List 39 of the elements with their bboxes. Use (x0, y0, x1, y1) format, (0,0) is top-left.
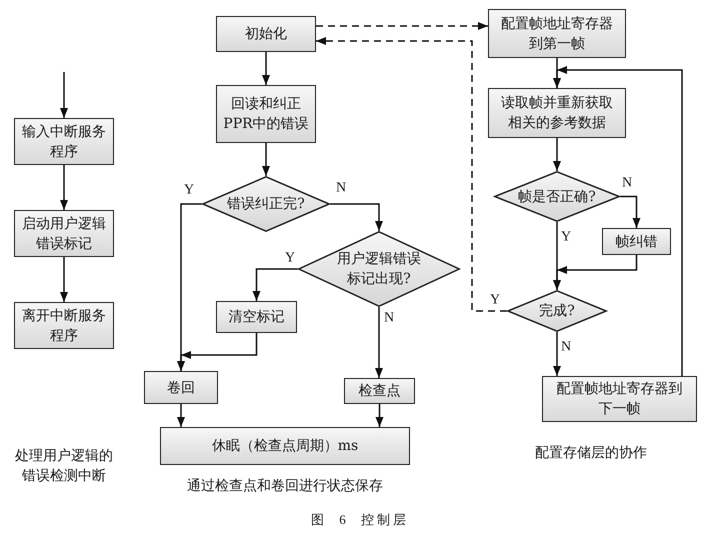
column-caption: 通过检查点和卷回进行状态保存 (186, 477, 384, 496)
decision-diamond: 帧是否正确? (494, 171, 620, 222)
process-box: 检查点 (344, 378, 415, 404)
arrow (316, 22, 488, 30)
process-box: 卷回 (144, 371, 218, 404)
decision-diamond: 错误纠正完? (202, 176, 330, 232)
arrow (330, 203, 383, 231)
process-box: 配置帧地址寄存器到第一帧 (488, 9, 626, 58)
arrow (553, 66, 683, 376)
arrow (60, 257, 68, 302)
arrow (553, 332, 561, 376)
arrow (177, 404, 185, 427)
arrow (620, 196, 640, 228)
process-box: 初始化 (216, 16, 316, 52)
arrow (262, 143, 270, 176)
process-box: 离开中断服务程序 (14, 302, 114, 349)
arrow (262, 52, 270, 85)
process-box: 帧纠错 (602, 228, 671, 255)
arrow (252, 268, 298, 301)
process-box: 清空标记 (216, 301, 297, 333)
process-box: 回读和纠正PPR中的错误 (216, 85, 316, 143)
figure-caption: 图 6 控制层 (310, 511, 410, 529)
column-caption: 配置存储层的协作 (534, 444, 648, 463)
arrow (177, 333, 258, 371)
arrow (375, 307, 383, 378)
arrow (553, 255, 638, 290)
process-box: 启动用户逻辑错误标记 (14, 210, 114, 257)
process-box: 配置帧地址寄存器到下一帧 (542, 376, 697, 422)
arrow (376, 404, 384, 427)
process-box: 休眠（检查点周期）ms (160, 427, 410, 465)
process-box: 输入中断服务程序 (14, 118, 114, 165)
column-caption: 处理用户逻辑的错误检测中断 (14, 447, 114, 486)
decision-diamond: 完成? (507, 290, 607, 332)
arrow (553, 138, 561, 171)
arrow (60, 165, 68, 210)
decision-diamond: 用户逻辑错误标记出现? (298, 231, 460, 307)
process-box: 读取帧并重新获取相关的参考数据 (488, 88, 626, 138)
arrow (316, 37, 507, 312)
arrow (60, 72, 68, 118)
